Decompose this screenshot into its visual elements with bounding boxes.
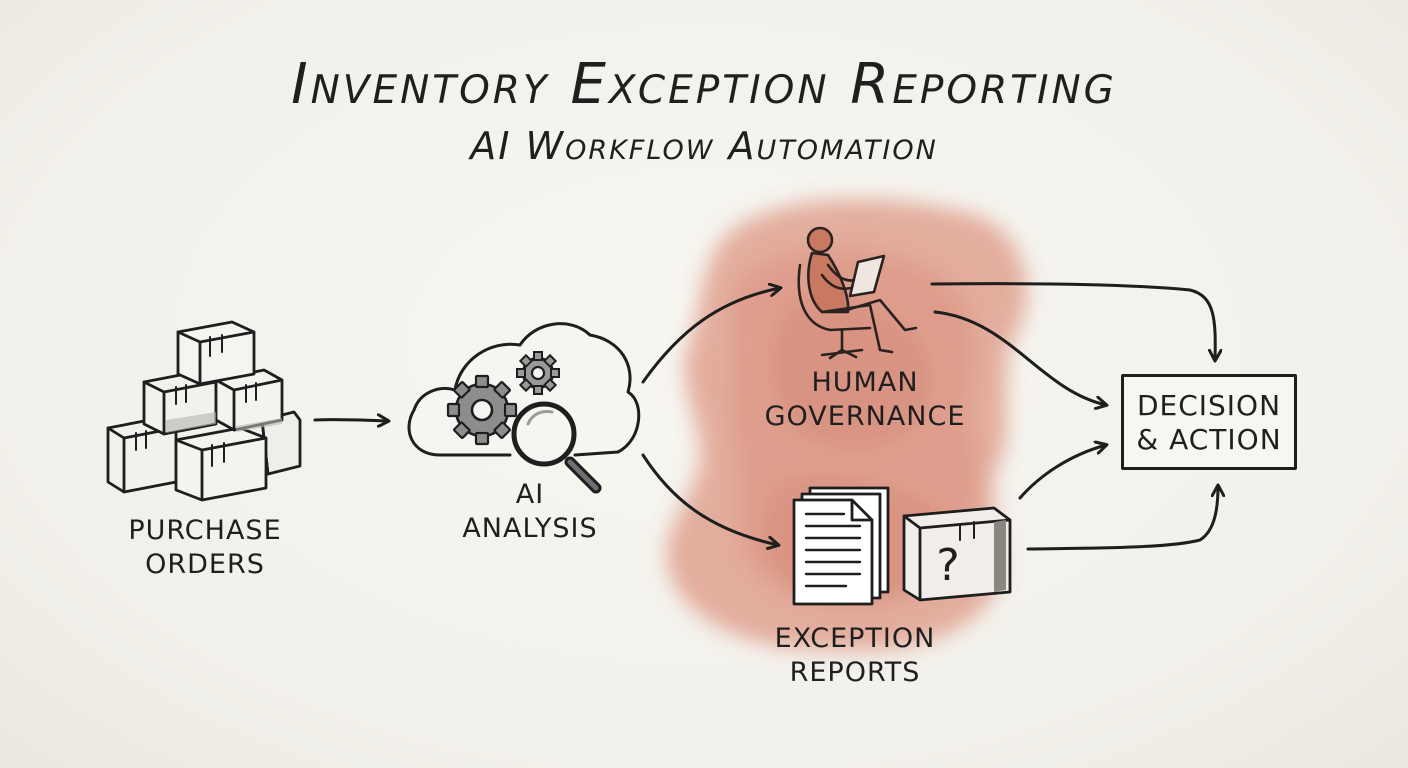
magnifier-icon	[511, 401, 602, 494]
diagram-subtitle: AI Workflow Automation	[470, 124, 938, 168]
arrow-po-to-ai	[313, 420, 388, 421]
arrow-human-to-decision-top	[930, 282, 1215, 360]
node-label-line: Human	[811, 367, 919, 398]
arrow-ai-to-human	[641, 288, 780, 384]
node-label-line: AI	[515, 479, 545, 510]
node-label-ai-analysis: AI Analysis	[420, 478, 640, 546]
documents-question-box-icon	[792, 486, 1012, 606]
node-label-purchase-orders: Purchase Orders	[105, 514, 305, 582]
node-label-line: Reports	[789, 657, 921, 688]
node-label-line: Purchase	[128, 515, 282, 546]
question-mark-icon: ?	[936, 540, 959, 591]
node-label-decision-action: Decision & Action	[1121, 389, 1297, 457]
cloud-gears-magnifier-icon	[407, 322, 641, 494]
node-label-line: Orders	[145, 549, 265, 580]
arrow-exceptions-to-decision-bottom	[1026, 486, 1218, 551]
box-stack-icon	[106, 320, 302, 502]
arrow-ai-to-exceptions	[641, 453, 778, 545]
diagram-title: Inventory Exception Reporting	[291, 52, 1117, 117]
node-label-exception-reports: Exception Reports	[755, 622, 955, 690]
node-label-line: & Action	[1136, 423, 1282, 456]
arrow-exceptions-to-decision-mid	[1018, 445, 1106, 500]
person-reading-icon	[797, 226, 918, 360]
node-label-line: Exception	[774, 623, 936, 654]
decision-action-box	[1121, 374, 1297, 470]
node-label-line: Governance	[764, 401, 966, 432]
node-label-human-governance: Human Governance	[760, 366, 970, 434]
node-label-line: Decision	[1136, 389, 1282, 422]
node-label-line: Analysis	[462, 513, 598, 544]
arrow-human-to-decision-mid	[933, 310, 1106, 405]
